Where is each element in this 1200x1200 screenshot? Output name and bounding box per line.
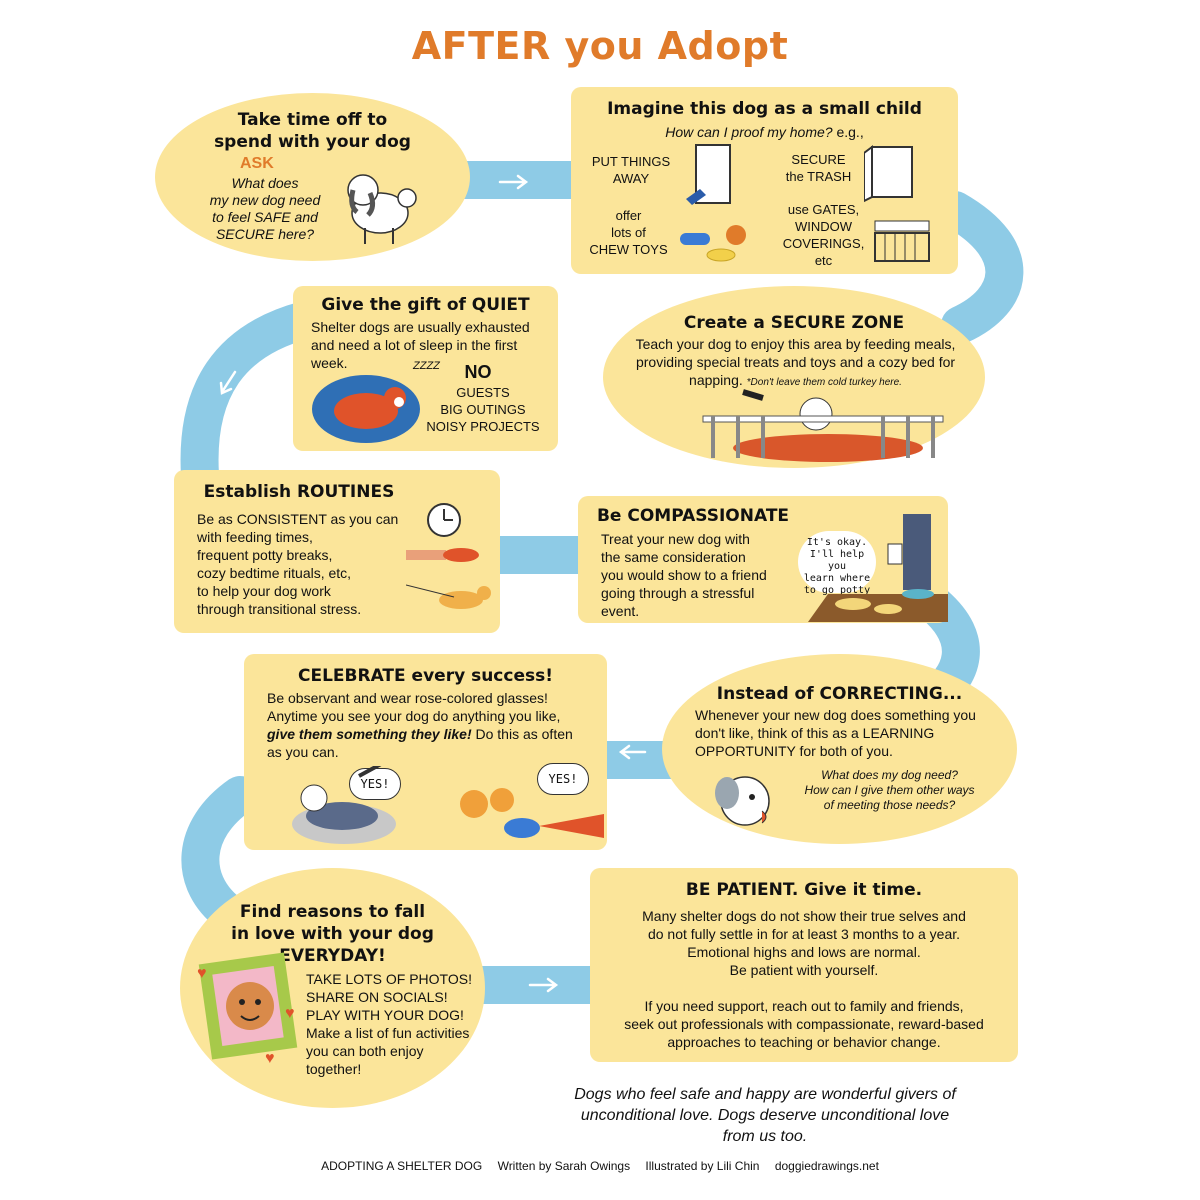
svg-text:♥: ♥ [197,965,207,982]
chew-toys-label: offerlots ofCHEW TOYS [581,207,676,258]
walking-dog-icon [406,585,491,609]
body-line: If you need support, reach out to family… [590,997,1018,1015]
step-body: Teach your dog to enjoy this area by fee… [628,335,963,392]
step-body: TAKE LOTS OF PHOTOS!SHARE ON SOCIALS!PLA… [306,970,486,1078]
svg-text:♥: ♥ [265,1050,275,1067]
step-heading: BE PATIENT. Give it time. [590,880,1018,900]
food-bowl-icon [406,548,479,562]
body-line: PLAY WITH YOUR DOG! [306,1006,486,1024]
secure-trash-label: SECUREthe TRASH [771,151,866,185]
step-question: What does my dog need? How can I give th… [787,768,992,813]
step-fall-in-love: Find reasons to fall in love with your d… [180,868,485,1108]
body-line: Make a list of fun activities [306,1024,486,1042]
step-subheading: How can I proof my home? e.g., [571,123,958,141]
gate-icon [873,215,933,265]
step-body-a: Many shelter dogs do not show their true… [590,907,1018,979]
dog-face-icon [707,769,787,839]
celebrating-dogs-icon [274,766,604,850]
step-body: Treat your new dog withthe same consider… [601,530,801,620]
body-line: to help your dog work [197,582,437,600]
footer: ADOPTING A SHELTER DOG Written by Sarah … [0,1159,1200,1173]
ask-question: What does my new dog need to feel SAFE a… [195,175,335,243]
step-quiet: Give the gift of QUIET Shelter dogs are … [293,286,558,451]
book-title: ADOPTING A SHELTER DOG [321,1159,482,1173]
ask-label: ASK [240,155,274,173]
step-heading: Imagine this dog as a small child [571,99,958,119]
body-line: with feeding times, [197,528,437,546]
body-line: TAKE LOTS OF PHOTOS! [306,970,486,988]
step-body: Whenever your new dog does something you… [695,706,1010,760]
step-body: Be observant and wear rose-colored glass… [267,689,602,761]
no-list: GUESTSBIG OUTINGSNOISY PROJECTS [413,384,553,435]
step-routines: Establish ROUTINES Be as CONSISTENT as y… [174,470,500,633]
step-instead-correcting: Instead of CORRECTING... Whenever your n… [662,654,1017,844]
body-line: Emotional highs and lows are normal. [590,943,1018,961]
step-heading: Instead of CORRECTING... [662,684,1017,704]
author-credit: Written by Sarah Owings [498,1159,631,1173]
body-line: together! [306,1060,486,1078]
body-line: Be patient with yourself. [590,961,1018,979]
gates-label: use GATES,WINDOWCOVERINGS,etc [771,201,876,269]
step-heading: Be COMPASSIONATE [578,506,808,526]
step-time-off: Take time off to spend with your dog ASK… [155,93,470,261]
tagline-line: Dogs who feel safe and happy are wonderf… [530,1084,1000,1105]
body-line: you would show to a friend [601,566,801,584]
svg-text:♥: ♥ [285,1005,295,1022]
body-line: cozy bedtime rituals, etc, [197,564,437,582]
step-body: Be as CONSISTENT as you canwith feeding … [197,510,437,618]
step-heading: Establish ROUTINES [174,482,424,502]
body-line: event. [601,602,801,620]
body-line: going through a stressful [601,584,801,602]
put-away-label: PUT THINGSAWAY [581,153,681,187]
tagline: Dogs who feel safe and happy are wonderf… [530,1084,1000,1147]
tagline-line: from us too. [530,1126,1000,1147]
step-heading: Take time off to spend with your dog [195,109,430,153]
cabinet-door-icon [686,143,736,207]
step-heading: Create a SECURE ZONE [603,313,985,333]
body-line: frequent potty breaks, [197,546,437,564]
body-line: through transitional stress. [197,600,437,618]
step-heading: Give the gift of QUIET [293,295,558,315]
no-label: NO [423,362,533,383]
trash-cabinet-icon [864,143,924,203]
chew-toys-icon [676,215,756,265]
body-line: Treat your new dog with [601,530,801,548]
page-title: AFTER you Adopt [0,24,1200,68]
step-secure-zone: Create a SECURE ZONE Teach your dog to e… [603,286,985,468]
website-link[interactable]: doggiedrawings.net [775,1159,879,1173]
sleeping-dog-icon [311,364,426,446]
poodle-dog-icon [335,168,425,248]
step-be-patient: BE PATIENT. Give it time. Many shelter d… [590,868,1018,1062]
step-heading: CELEBRATE every success! [244,666,607,686]
body-line: seek out professionals with compassionat… [590,1015,1018,1033]
clock-icon [428,504,460,536]
routine-icons [406,500,496,625]
step-small-child: Imagine this dog as a small child How ca… [571,87,958,274]
crate-dog-icon [698,386,948,466]
step-compassionate: Be COMPASSIONATE Treat your new dog with… [578,496,948,623]
body-line: do not fully settle in for at least 3 mo… [590,925,1018,943]
person-mess-icon [808,514,948,622]
body-line: you can both enjoy [306,1042,486,1060]
step-celebrate: CELEBRATE every success! Be observant an… [244,654,607,850]
dog-photo-icon: ♥ ♥ ♥ [195,948,305,1068]
tagline-line: unconditional love. Dogs deserve uncondi… [530,1105,1000,1126]
body-line: approaches to teaching or behavior chang… [590,1033,1018,1051]
body-line: the same consideration [601,548,801,566]
body-line: SHARE ON SOCIALS! [306,988,486,1006]
body-line: Be as CONSISTENT as you can [197,510,437,528]
step-body-b: If you need support, reach out to family… [590,997,1018,1051]
illustrator-credit: Illustrated by Lili Chin [645,1159,759,1173]
body-line: Many shelter dogs do not show their true… [590,907,1018,925]
